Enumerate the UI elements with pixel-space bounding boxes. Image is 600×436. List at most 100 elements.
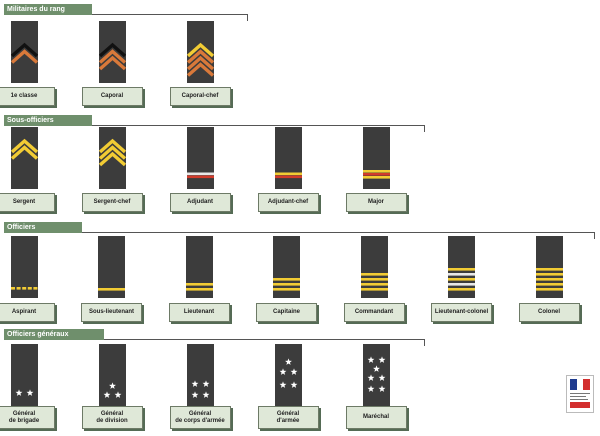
rank-stripe [535, 288, 563, 291]
section-divider [82, 232, 594, 233]
rank-stripe [360, 278, 388, 281]
rank-stripe [274, 172, 302, 176]
shoulder-strap [10, 344, 38, 406]
rank-stripe [185, 283, 213, 286]
rank-stripe [360, 273, 388, 276]
rank-stripe [448, 268, 475, 271]
rank-label: Adjudant-chef [257, 193, 319, 212]
shoulder-strap [274, 127, 302, 189]
rank-label: Adjudant [169, 193, 231, 212]
star-icon [108, 382, 116, 389]
rank-stripe [448, 288, 475, 291]
rank-stripe [535, 278, 563, 281]
rank-label: Sergent [0, 193, 55, 212]
star-icon [284, 358, 292, 365]
rank-stripe [98, 288, 125, 291]
chevron-stripe [98, 151, 126, 167]
rank-label: Maréchal [345, 406, 407, 429]
rank-label: Aspirant [0, 303, 55, 322]
rank-stripe [535, 273, 563, 276]
shoulder-strap [10, 236, 38, 298]
rank-label: Capitaine [256, 303, 317, 322]
section-divider-tick [247, 14, 248, 21]
chevron-stripe [98, 138, 126, 154]
rank-stripe [535, 268, 563, 271]
chevron-stripe [98, 42, 126, 58]
rank-stripe [273, 278, 300, 281]
rank-stripe [535, 283, 563, 286]
rank-stripe [274, 175, 302, 179]
section-divider-tick [594, 232, 595, 239]
rank-stripe [362, 170, 390, 173]
section-divider [104, 339, 424, 340]
rank-stripe [186, 172, 214, 176]
star-icon [191, 391, 198, 398]
section-divider-tick [424, 125, 425, 132]
chevron-stripe [98, 145, 126, 160]
star-icon [290, 368, 297, 375]
shoulder-strap [535, 236, 563, 298]
chevron-stripe [98, 49, 126, 64]
ministry-logo [566, 375, 594, 413]
rank-stripe [360, 288, 388, 291]
star-icon [378, 385, 385, 392]
shoulder-strap [98, 21, 126, 83]
shoulder-strap [98, 236, 125, 298]
shoulder-strap [186, 127, 214, 189]
shoulder-strap [185, 236, 213, 298]
rank-stripe [360, 283, 388, 286]
star-icon [191, 380, 198, 387]
shoulder-strap [98, 344, 126, 406]
rank-label: Général de corps d'armée [169, 406, 231, 429]
star-icon [290, 381, 297, 388]
chevron-stripe [10, 49, 38, 64]
shoulder-strap [186, 344, 214, 406]
rank-stripe-dash [32, 287, 37, 290]
rank-stripe [273, 283, 300, 286]
section-header: Officiers [4, 222, 82, 233]
star-icon [279, 368, 286, 375]
rank-stripe [362, 176, 390, 179]
chevron-stripe [10, 138, 38, 154]
rank-label: Caporal-chef [169, 87, 231, 106]
star-icon [378, 374, 385, 381]
star-icon [378, 356, 385, 363]
shoulder-strap [10, 127, 38, 189]
rank-stripe [273, 288, 300, 291]
shoulder-strap [186, 21, 214, 83]
section-divider-tick [424, 339, 425, 346]
rank-label: Caporal [81, 87, 143, 106]
section-divider [92, 125, 424, 126]
rank-stripe [185, 288, 213, 291]
shoulder-strap [360, 236, 388, 298]
rank-label: 1e classe [0, 87, 55, 106]
shoulder-strap [448, 236, 475, 298]
chevron-stripe [186, 42, 214, 58]
rank-label: Colonel [518, 303, 580, 322]
star-icon [367, 374, 374, 381]
shoulder-strap [98, 127, 126, 189]
rank-stripe [448, 283, 475, 286]
rank-stripe [448, 273, 475, 276]
rank-stripe-dash [10, 287, 15, 290]
section-header: Sous-officiers [4, 115, 92, 126]
chevron-stripe [98, 55, 126, 71]
chevron-stripe [186, 49, 214, 64]
star-icon [26, 389, 33, 396]
rank-stripe-dash [27, 287, 32, 290]
rank-label: Sergent-chef [81, 193, 143, 212]
star-icon [367, 356, 374, 363]
section-header: Militaires du rang [4, 4, 92, 15]
shoulder-strap [273, 236, 300, 298]
rank-label: Général d'armée [257, 406, 319, 429]
shoulder-strap [362, 344, 390, 406]
section-divider [92, 14, 247, 15]
star-icon [279, 381, 286, 388]
chevron-stripe [186, 55, 214, 71]
chevron-stripe [10, 42, 38, 58]
star-icon [114, 391, 121, 398]
star-icon [15, 389, 22, 396]
section-header: Officiers généraux [4, 329, 104, 340]
rank-stripe-dash [16, 287, 21, 290]
rank-label: Sous-lieutenant [81, 303, 142, 322]
